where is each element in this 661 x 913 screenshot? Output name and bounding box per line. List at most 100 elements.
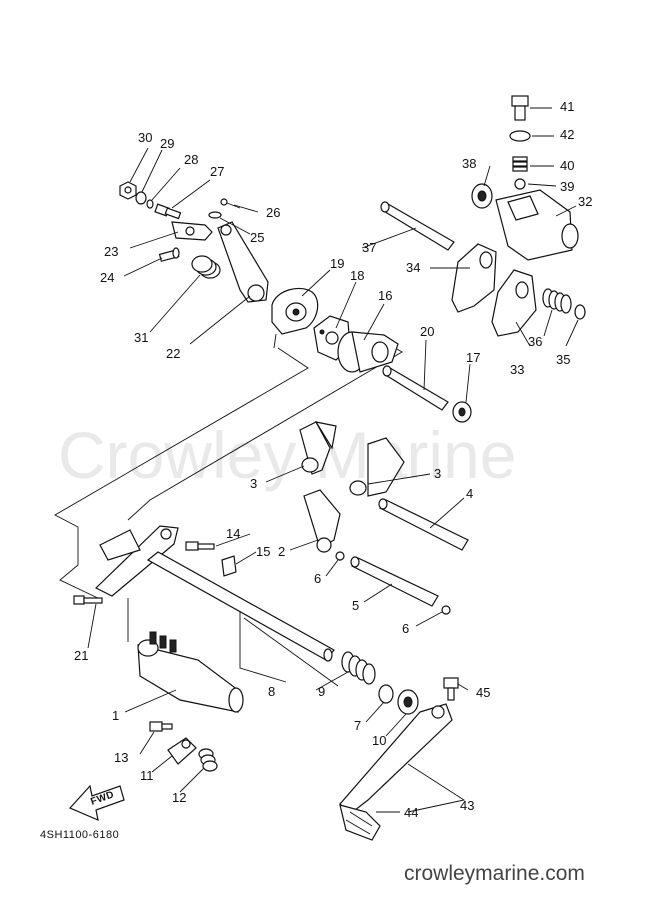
callout-27[interactable]: 27 xyxy=(210,164,224,179)
shift-fork-34[interactable] xyxy=(451,243,497,313)
forward-direction-arrow: FWD xyxy=(68,784,125,822)
callout-3-left[interactable]: 3 xyxy=(250,476,257,491)
shift-shaft-8[interactable] xyxy=(146,551,335,662)
shift-fork-33[interactable] xyxy=(491,269,537,337)
shaft-37[interactable] xyxy=(380,201,455,251)
callout-32[interactable]: 32 xyxy=(578,194,592,209)
shift-fork-3-left[interactable] xyxy=(299,421,337,475)
callout-13[interactable]: 13 xyxy=(114,750,128,765)
callout-24[interactable]: 24 xyxy=(100,270,114,285)
callout-41[interactable]: 41 xyxy=(560,99,574,114)
callout-10[interactable]: 10 xyxy=(372,733,386,748)
gasket-42[interactable] xyxy=(509,130,531,142)
callout-20[interactable]: 20 xyxy=(420,324,434,339)
callout-30[interactable]: 30 xyxy=(138,130,152,145)
callout-14[interactable]: 14 xyxy=(226,526,240,541)
bolt-14[interactable] xyxy=(185,541,215,551)
callout-38[interactable]: 38 xyxy=(462,156,476,171)
callout-21[interactable]: 21 xyxy=(74,648,88,663)
callout-2[interactable]: 2 xyxy=(278,544,285,559)
spring-31[interactable] xyxy=(191,255,221,279)
ball-39[interactable] xyxy=(514,178,526,190)
callout-39[interactable]: 39 xyxy=(560,179,574,194)
callout-28[interactable]: 28 xyxy=(184,152,198,167)
callout-35[interactable]: 35 xyxy=(556,352,570,367)
callout-22[interactable]: 22 xyxy=(166,346,180,361)
fork-guide-bar-20[interactable] xyxy=(382,365,449,411)
callout-43[interactable]: 43 xyxy=(460,798,474,813)
callout-9[interactable]: 9 xyxy=(318,684,325,699)
callout-16[interactable]: 16 xyxy=(378,288,392,303)
callout-6-lower[interactable]: 6 xyxy=(402,621,409,636)
washer-35[interactable] xyxy=(574,304,586,320)
circlip-6-lower[interactable] xyxy=(441,605,451,615)
washer-7[interactable] xyxy=(378,684,394,704)
callout-19[interactable]: 19 xyxy=(330,256,344,271)
callout-17[interactable]: 17 xyxy=(466,350,480,365)
washer-28[interactable] xyxy=(146,199,154,209)
callout-7[interactable]: 7 xyxy=(354,718,361,733)
bolt-45[interactable] xyxy=(443,677,459,701)
circlip-6-upper[interactable] xyxy=(335,551,345,561)
pedal-rubber-44[interactable] xyxy=(339,804,381,841)
shift-pedal-43[interactable] xyxy=(339,703,453,815)
callout-11[interactable]: 11 xyxy=(140,768,154,783)
callout-8[interactable]: 8 xyxy=(268,684,275,699)
lock-washer-15[interactable] xyxy=(221,555,237,577)
callout-37[interactable]: 37 xyxy=(362,240,376,255)
plate-19[interactable] xyxy=(271,287,319,349)
callout-5[interactable]: 5 xyxy=(352,598,359,613)
parts xyxy=(73,95,586,841)
callout-45[interactable]: 45 xyxy=(476,685,490,700)
spring-36[interactable] xyxy=(542,288,572,314)
spring-12[interactable] xyxy=(198,748,218,772)
callout-6-upper[interactable]: 6 xyxy=(314,571,321,586)
callout-26[interactable]: 26 xyxy=(266,205,280,220)
washer-17[interactable] xyxy=(452,401,472,423)
callout-3-right[interactable]: 3 xyxy=(434,466,441,481)
shift-drum-32[interactable] xyxy=(495,189,579,261)
stopper-lever-assy[interactable] xyxy=(94,525,179,597)
callout-23[interactable]: 23 xyxy=(104,244,118,259)
shift-lever-23[interactable] xyxy=(171,221,213,241)
pin-26[interactable] xyxy=(220,198,241,209)
washer-29[interactable] xyxy=(135,191,147,205)
callout-44[interactable]: 44 xyxy=(404,805,418,820)
callout-25[interactable]: 25 xyxy=(250,230,264,245)
shift-fork-2[interactable] xyxy=(303,489,341,553)
callout-15[interactable]: 15 xyxy=(256,544,270,559)
callout-40[interactable]: 40 xyxy=(560,158,574,173)
fork-guide-bar-4[interactable] xyxy=(378,498,469,551)
callout-12[interactable]: 12 xyxy=(172,790,186,805)
callout-numbers: 1 2 3 3 4 5 6 6 7 8 9 10 11 12 13 14 15 … xyxy=(74,99,592,820)
spring-40[interactable] xyxy=(512,156,528,172)
bolt-13[interactable] xyxy=(149,721,173,732)
callout-34[interactable]: 34 xyxy=(406,260,420,275)
watermark: Crowley Marine xyxy=(58,418,516,492)
pin-24[interactable] xyxy=(158,247,180,262)
stopper-lever-11[interactable] xyxy=(167,737,197,765)
callout-29[interactable]: 29 xyxy=(160,136,174,151)
callout-1[interactable]: 1 xyxy=(112,708,119,723)
leader-lines xyxy=(87,107,579,813)
callout-33[interactable]: 33 xyxy=(510,362,524,377)
bolt-27[interactable] xyxy=(154,203,182,220)
bolt-41[interactable] xyxy=(511,95,529,121)
segment-16[interactable] xyxy=(337,331,399,373)
callout-42[interactable]: 42 xyxy=(560,127,574,142)
callout-18[interactable]: 18 xyxy=(350,268,364,283)
shift-arm-22[interactable] xyxy=(217,221,269,303)
clip-25[interactable] xyxy=(208,211,222,219)
nut-30[interactable] xyxy=(119,181,137,200)
oil-seal-38[interactable] xyxy=(471,183,493,209)
spring-9[interactable] xyxy=(341,651,376,685)
oil-seal-10[interactable] xyxy=(397,689,419,715)
shift-cam-1[interactable] xyxy=(137,631,244,713)
callout-36[interactable]: 36 xyxy=(528,334,542,349)
bolt-21[interactable] xyxy=(73,595,103,605)
callout-4[interactable]: 4 xyxy=(466,486,473,501)
fork-guide-bar-5[interactable] xyxy=(350,556,439,607)
shift-fork-3-right[interactable] xyxy=(349,437,405,497)
callout-31[interactable]: 31 xyxy=(134,330,148,345)
